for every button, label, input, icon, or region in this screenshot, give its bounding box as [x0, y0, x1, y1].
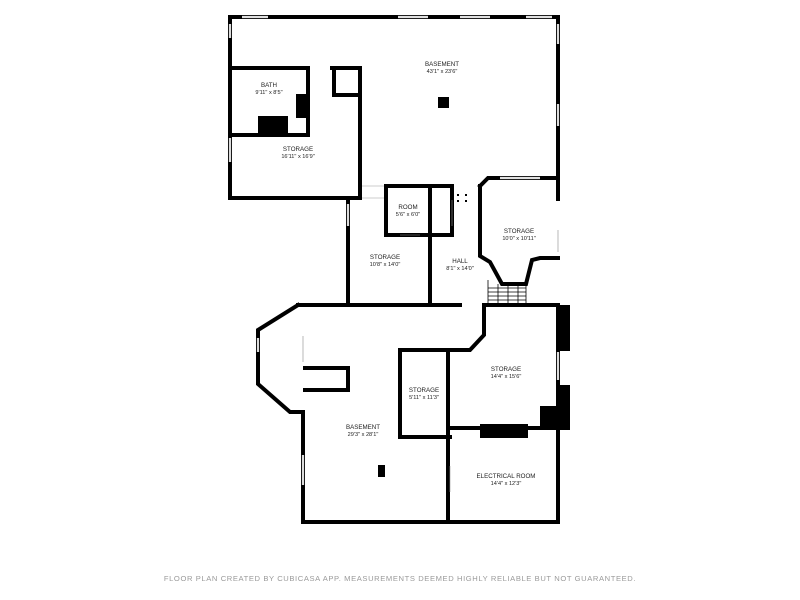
door-marks [457, 194, 467, 202]
room-name-electrical-room: ELECTRICAL ROOM [477, 473, 536, 480]
openings [362, 185, 453, 492]
room-name-room: ROOM [398, 204, 417, 211]
stairs-icon [487, 280, 527, 305]
room-dims-bath: 9'11" x 8'5" [255, 90, 282, 96]
windows [228, 15, 560, 485]
room-dims-basement-lower: 29'3" x 28'1" [348, 432, 379, 438]
window-lines [229, 16, 559, 485]
room-name-storage-small: STORAGE [409, 387, 439, 394]
room-dims-storage-small: 5'11" x 11'3" [409, 395, 439, 401]
room-name-storage-lower-right: STORAGE [491, 366, 521, 373]
room-dims-hall: 8'1" x 14'0" [446, 266, 474, 272]
room-name-basement-upper: BASEMENT [425, 61, 459, 68]
room-dims-storage-upper-left: 16'11" x 16'9" [281, 154, 314, 160]
room-name-bath: BATH [261, 82, 277, 89]
room-dims-basement-upper: 43'1" x 23'6" [427, 69, 458, 75]
room-name-hall: HALL [452, 258, 468, 265]
footer-disclaimer: FLOOR PLAN CREATED BY CUBICASA APP. MEAS… [163, 574, 637, 583]
room-labels: BASEMENT 43'1" x 23'6" BATH 9'11" x 8'5"… [255, 61, 535, 487]
fixtures [258, 94, 570, 477]
room-dims-storage-upper-right: 10'0" x 10'11" [502, 236, 535, 242]
room-name-storage-middle: STORAGE [370, 254, 400, 261]
room-dims-electrical-room: 14'4" x 12'3" [491, 481, 522, 487]
room-name-storage-upper-right: STORAGE [504, 228, 534, 235]
room-name-basement-lower: BASEMENT [346, 424, 380, 431]
room-name-storage-upper-left: STORAGE [283, 146, 313, 153]
room-dims-storage-middle: 10'8" x 14'0" [370, 262, 401, 268]
room-dims-room: 5'6" x 6'0" [396, 212, 420, 218]
room-dims-storage-lower-right: 14'4" x 15'6" [491, 374, 522, 380]
